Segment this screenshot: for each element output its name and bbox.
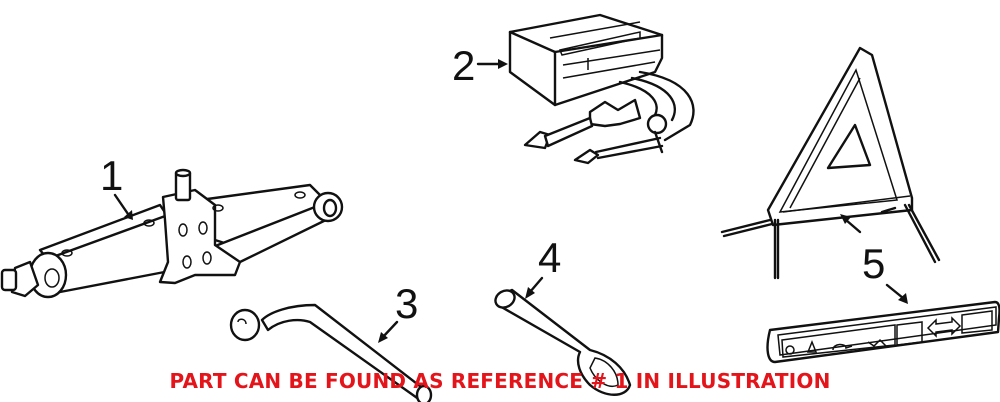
reference-notice: PART CAN BE FOUND AS REFERENCE # 1 IN IL… <box>169 369 831 393</box>
tool-bag-illustration <box>508 13 695 165</box>
callout-4-label: 4 <box>538 234 561 281</box>
lug-wrench-illustration <box>229 303 433 402</box>
triangle-case-illustration <box>766 300 1000 364</box>
callout-1-label: 1 <box>100 152 123 199</box>
warning-triangle-illustration <box>720 46 941 280</box>
callout-5-label: 5 <box>862 240 885 287</box>
tow-eye-illustration <box>494 288 632 396</box>
callout-2-label: 2 <box>452 42 475 89</box>
callout-3-label: 3 <box>395 280 418 327</box>
scissor-jack-illustration <box>0 168 344 299</box>
